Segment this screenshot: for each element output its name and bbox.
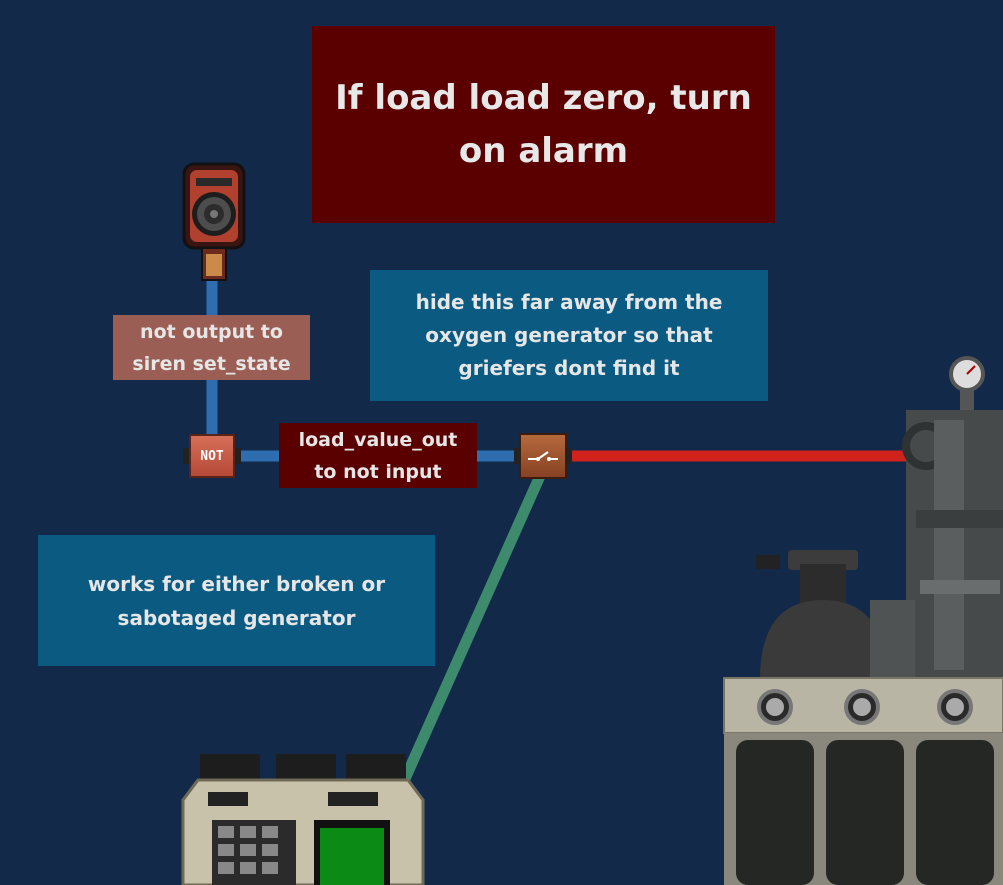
siren-note-line-1: not output to <box>140 320 283 343</box>
not-gate-label: NOT <box>189 434 235 478</box>
title-text: If load load zero, turn on alarm <box>335 77 752 171</box>
works-note-line-1: works for either broken or <box>87 571 386 596</box>
works-note: works for either broken or sabotaged gen… <box>38 535 435 666</box>
title-note: If load load zero, turn on alarm <box>312 26 775 223</box>
relay-body <box>519 433 567 479</box>
relay-component[interactable] <box>514 433 572 479</box>
siren-note-line-2: siren set_state <box>132 352 291 375</box>
load-wiring-note: load_value_out to not input <box>279 423 477 488</box>
relay-output-pin[interactable] <box>566 448 572 464</box>
terminal-icon[interactable] <box>178 752 428 885</box>
siren-icon[interactable] <box>178 160 250 286</box>
oxygen-generator-icon[interactable] <box>720 350 1003 885</box>
load-note-line-1: load_value_out <box>298 428 458 451</box>
hide-location-note: hide this far away from the oxygen gener… <box>370 270 768 401</box>
works-note-line-2: sabotaged generator <box>117 605 356 630</box>
hide-note-line-3: griefers dont find it <box>458 356 680 380</box>
hide-note-line-2: oxygen generator so that <box>425 323 713 347</box>
not-gate-component[interactable]: NOT <box>183 434 241 478</box>
green-wire-relay-to-terminal[interactable] <box>394 473 546 793</box>
siren-wiring-note: not output to siren set_state <box>113 315 310 380</box>
hide-note-line-1: hide this far away from the <box>415 290 723 314</box>
switch-icon <box>528 451 558 461</box>
relay-input-pin[interactable] <box>514 448 520 464</box>
load-note-line-2: to not input <box>314 460 442 483</box>
not-gate-output-pin[interactable] <box>235 448 241 464</box>
not-gate-input-pin[interactable] <box>183 448 189 464</box>
